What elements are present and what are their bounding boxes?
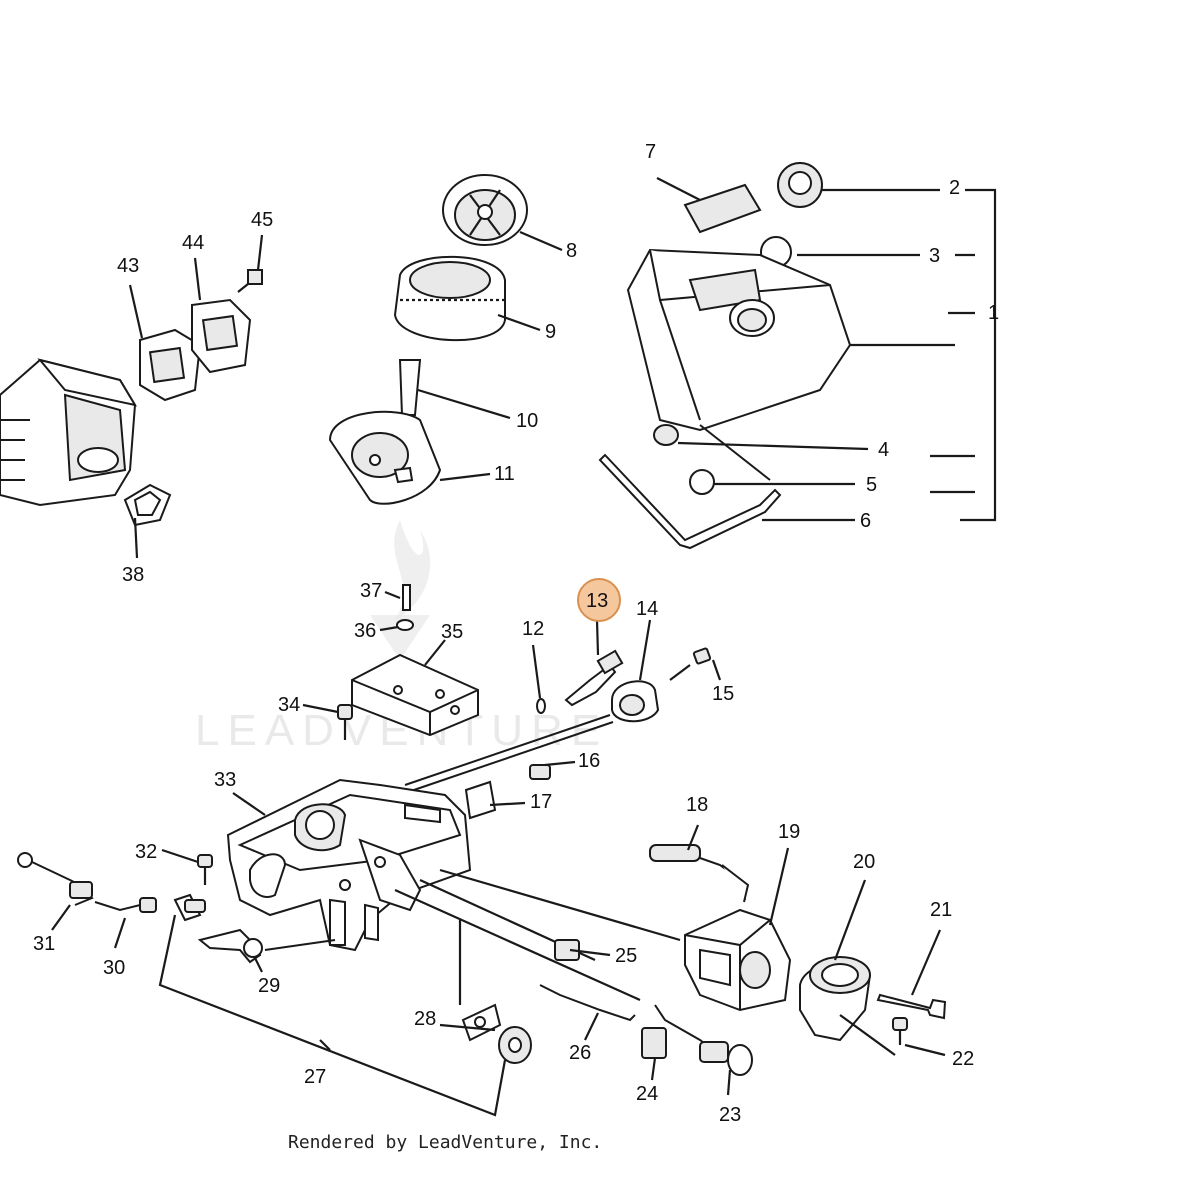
callout-22[interactable]: 22 (952, 1048, 974, 1070)
callout-28[interactable]: 28 (414, 1008, 436, 1030)
callout-13[interactable]: 13 (586, 590, 608, 612)
callout-36[interactable]: 36 (354, 620, 376, 642)
callout-20[interactable]: 20 (853, 851, 875, 873)
callout-38[interactable]: 38 (122, 564, 144, 586)
callout-43[interactable]: 43 (117, 255, 139, 277)
bottom-parts (461, 939, 753, 1076)
callout-29[interactable]: 29 (258, 975, 280, 997)
callout-16[interactable]: 16 (578, 750, 600, 772)
callout-1[interactable]: 1 (988, 302, 999, 324)
callout-7[interactable]: 7 (645, 141, 656, 163)
callout-32[interactable]: 32 (135, 841, 157, 863)
callout-15[interactable]: 15 (712, 683, 734, 705)
callout-6[interactable]: 6 (860, 510, 871, 532)
top-cover-assembly (598, 162, 997, 550)
callout-18[interactable]: 18 (686, 794, 708, 816)
callout-24[interactable]: 24 (636, 1083, 658, 1105)
callout-14[interactable]: 14 (636, 598, 658, 620)
callout-35[interactable]: 35 (441, 621, 463, 643)
callout-labels: 1 2 3 4 5 6 7 8 9 10 11 12 13 14 15 16 1… (33, 141, 999, 1126)
leader-lines (51, 177, 955, 1117)
callout-12[interactable]: 12 (522, 618, 544, 640)
watermark: LEADVENTURE (195, 520, 600, 755)
callout-27[interactable]: 27 (304, 1066, 326, 1088)
callout-8[interactable]: 8 (566, 240, 577, 262)
highlight-circle (577, 578, 621, 622)
engine-body (197, 584, 712, 1005)
callout-4[interactable]: 4 (878, 439, 889, 461)
callout-31[interactable]: 31 (33, 933, 55, 955)
callout-2[interactable]: 2 (949, 177, 960, 199)
callout-19[interactable]: 19 (778, 821, 800, 843)
callout-37[interactable]: 37 (360, 580, 382, 602)
callout-5[interactable]: 5 (866, 474, 877, 496)
callout-17[interactable]: 17 (530, 791, 552, 813)
callout-34[interactable]: 34 (278, 694, 300, 716)
carburetor-assembly (649, 844, 947, 1056)
callout-10[interactable]: 10 (516, 410, 538, 432)
callout-9[interactable]: 9 (545, 321, 556, 343)
air-filter-assembly (328, 174, 528, 505)
callout-23[interactable]: 23 (719, 1104, 741, 1126)
callout-44[interactable]: 44 (182, 232, 204, 254)
ignition-wiring (17, 852, 336, 964)
muffler-assembly (0, 269, 263, 527)
callout-33[interactable]: 33 (214, 769, 236, 791)
callout-21[interactable]: 21 (930, 899, 952, 921)
callout-25[interactable]: 25 (615, 945, 637, 967)
callout-3[interactable]: 3 (929, 245, 940, 267)
callout-11[interactable]: 11 (494, 463, 515, 485)
callout-45[interactable]: 45 (251, 209, 273, 231)
footer-credit: Rendered by LeadVenture, Inc. (288, 1132, 602, 1153)
callout-30[interactable]: 30 (103, 957, 125, 979)
callout-26[interactable]: 26 (569, 1042, 591, 1064)
